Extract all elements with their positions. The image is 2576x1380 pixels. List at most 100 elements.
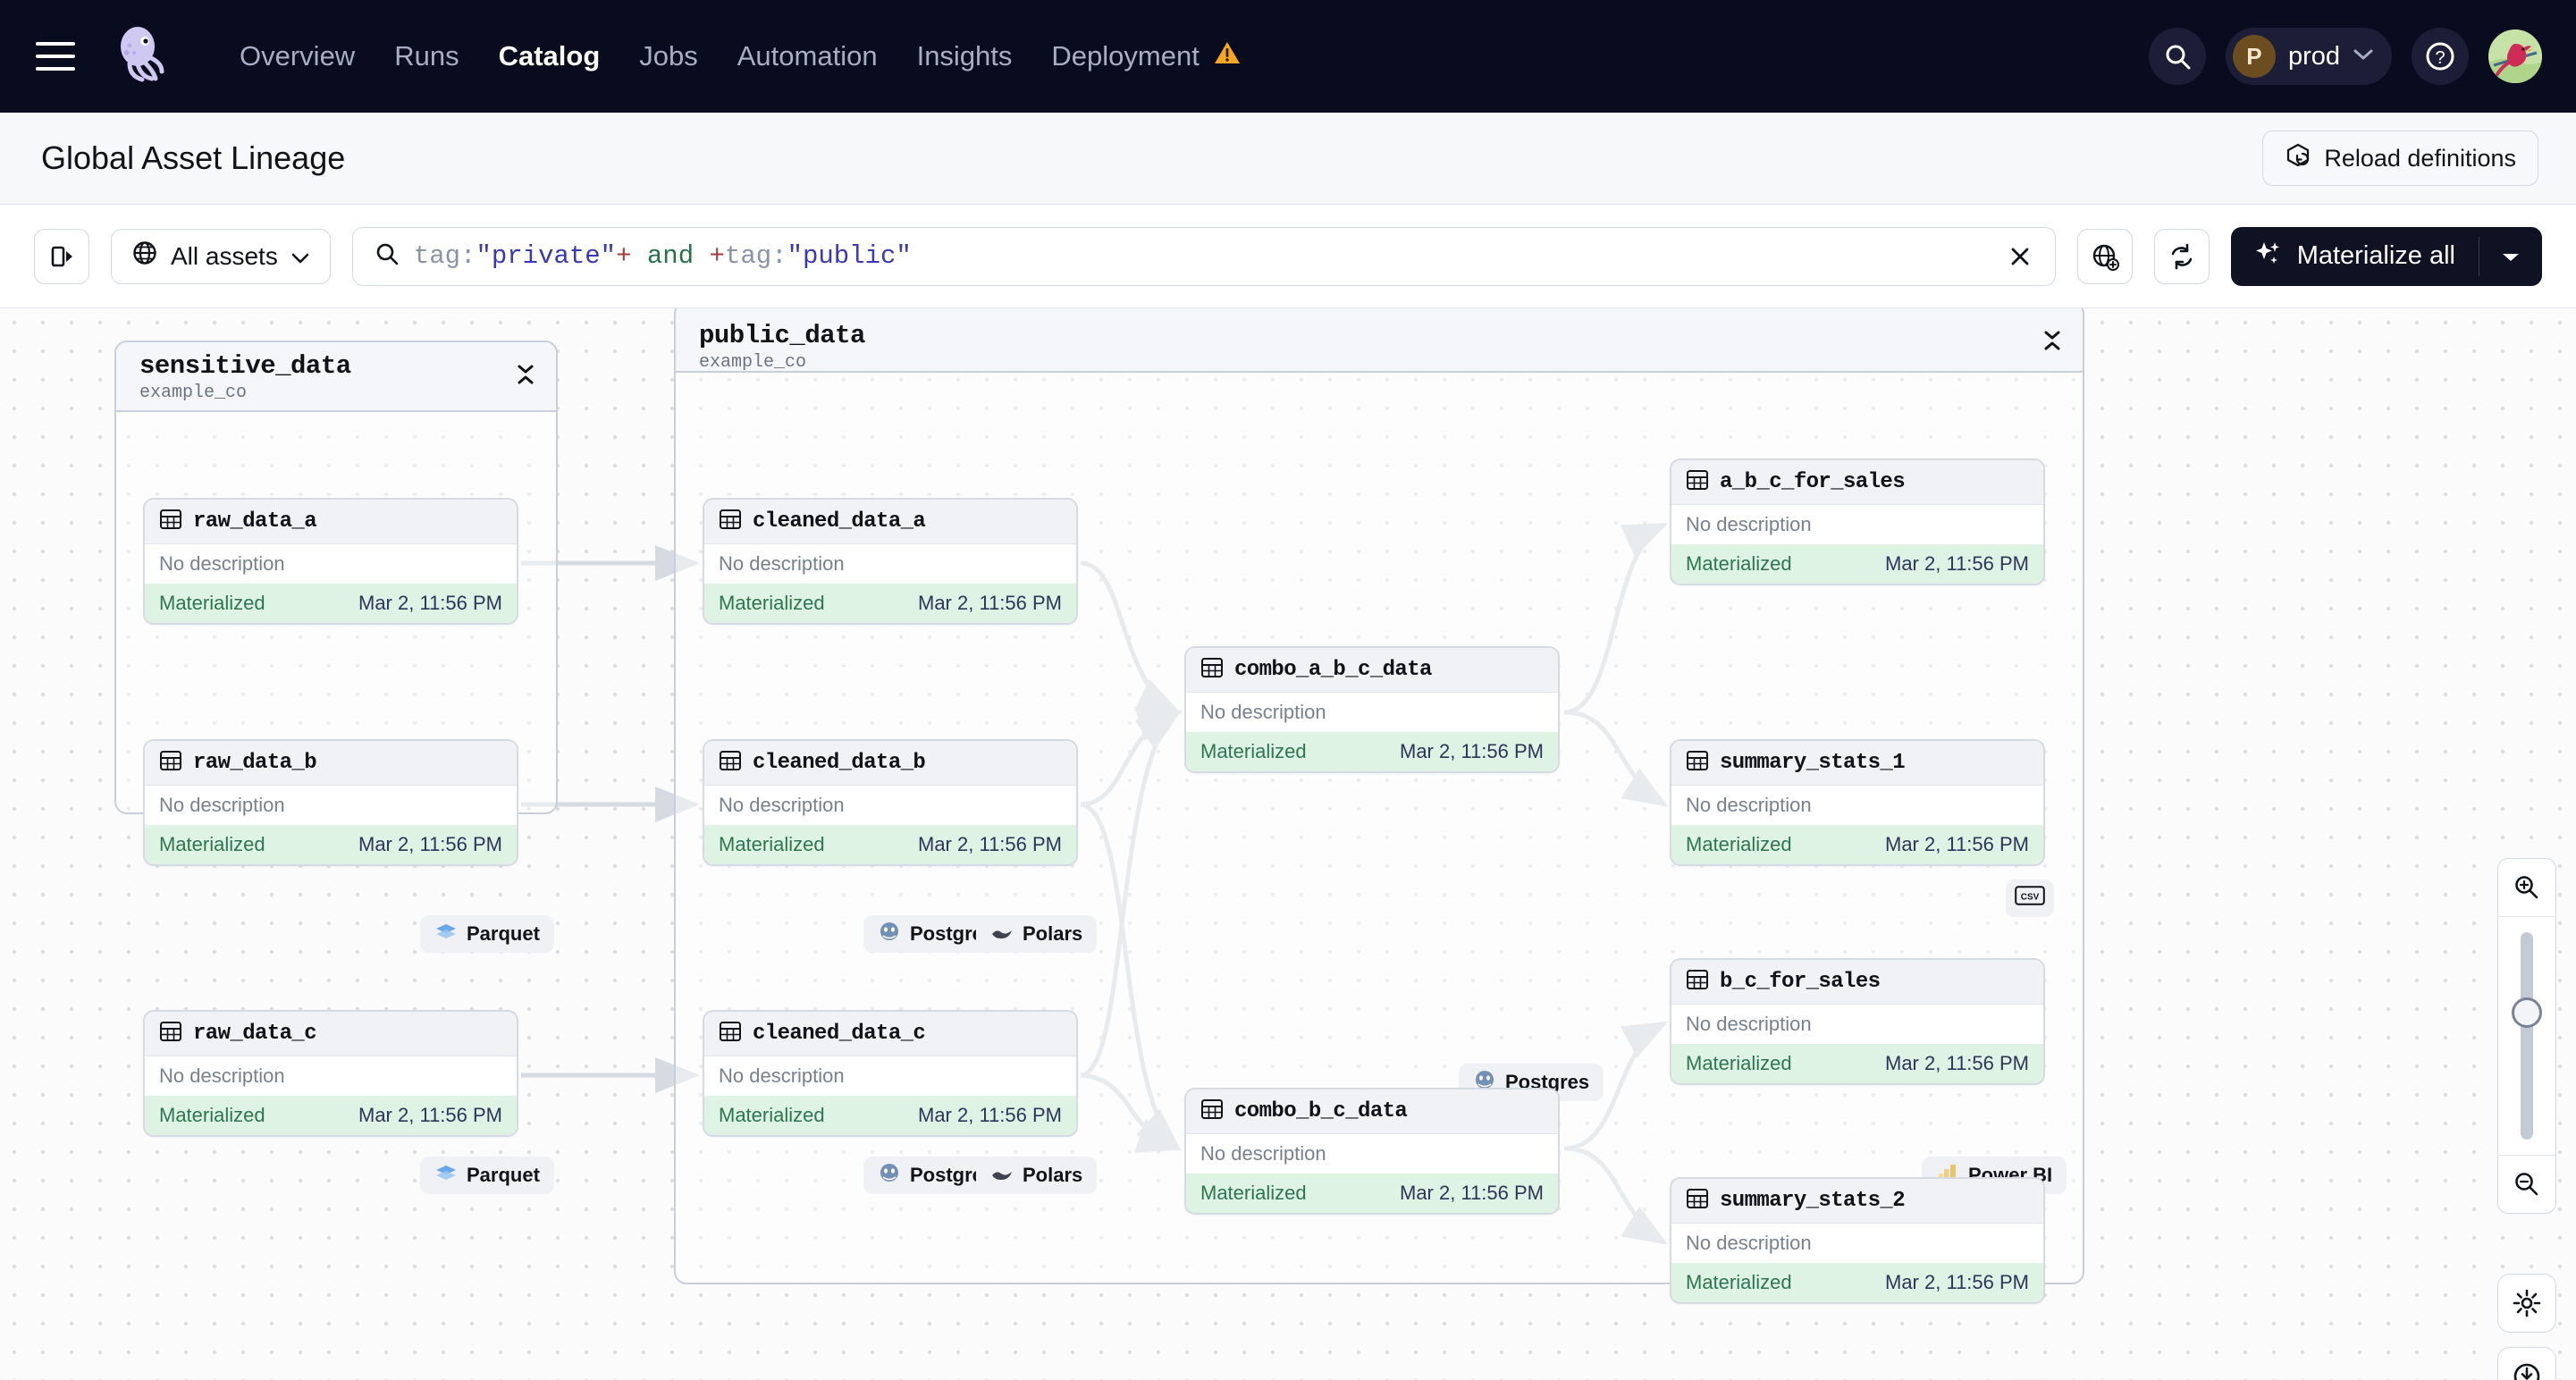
node-title: b_c_for_sales bbox=[1720, 970, 1881, 994]
table-icon bbox=[1686, 749, 1709, 777]
group-repository: example_co bbox=[699, 352, 807, 373]
zoom-slider-thumb[interactable] bbox=[2512, 997, 2542, 1028]
node-status: Materialized Mar 2, 11:56 PM bbox=[1671, 825, 2043, 864]
status-timestamp: Mar 2, 11:56 PM bbox=[1885, 1271, 2029, 1293]
panel-expand-icon[interactable] bbox=[34, 228, 89, 284]
node-title: raw_data_b bbox=[193, 751, 317, 775]
node-description: No description bbox=[145, 544, 517, 584]
node-description: No description bbox=[704, 1056, 1076, 1096]
kind-tag-parquet[interactable]: Parquet bbox=[420, 915, 554, 953]
divider bbox=[2497, 916, 2556, 917]
collapse-icon[interactable] bbox=[2041, 328, 2063, 358]
zoom-controls bbox=[2497, 858, 2556, 1214]
kind-tag-label: Polars bbox=[1023, 922, 1083, 945]
globe-plus-icon[interactable] bbox=[2076, 228, 2133, 284]
table-icon bbox=[159, 749, 182, 777]
fit-to-screen-button[interactable] bbox=[2497, 1347, 2556, 1380]
asset-node-raw-data-b[interactable]: raw_data_b No description Materialized M… bbox=[143, 739, 518, 866]
zoom-out-icon[interactable] bbox=[2497, 1156, 2556, 1213]
node-title: summary_stats_2 bbox=[1720, 1189, 1906, 1213]
table-icon bbox=[159, 508, 182, 535]
hamburger-icon[interactable] bbox=[36, 42, 75, 71]
nav-link-deployment[interactable]: Deployment bbox=[1031, 31, 1259, 81]
asset-node-b-c-for-sales[interactable]: b_c_for_sales No description Materialize… bbox=[1670, 958, 2045, 1085]
nav-link-insights[interactable]: Insights bbox=[916, 40, 1013, 72]
search-icon bbox=[375, 241, 400, 271]
node-title: a_b_c_for_sales bbox=[1720, 470, 1906, 494]
refresh-icon[interactable] bbox=[2153, 228, 2210, 284]
asset-node-cleaned-data-c[interactable]: cleaned_data_c No description Materializ… bbox=[703, 1010, 1078, 1137]
reload-definitions-label: Reload definitions bbox=[2324, 144, 2516, 172]
search-icon[interactable] bbox=[2148, 28, 2206, 85]
nav-link-overview[interactable]: Overview bbox=[240, 40, 356, 72]
asset-node-cleaned-data-b[interactable]: cleaned_data_b No description Materializ… bbox=[703, 739, 1078, 866]
asset-node-combo-a-b-c-data[interactable]: combo_a_b_c_data No description Material… bbox=[1184, 646, 1560, 773]
zoom-slider[interactable] bbox=[2497, 917, 2556, 1155]
status-badge: Materialized bbox=[719, 592, 825, 614]
asset-node-raw-data-a[interactable]: raw_data_a No description Materialized M… bbox=[143, 498, 518, 625]
node-status: Materialized Mar 2, 11:56 PM bbox=[704, 1096, 1076, 1135]
asset-node-a-b-c-for-sales[interactable]: a_b_c_for_sales No description Materiali… bbox=[1670, 459, 2045, 585]
materialize-options-caret[interactable] bbox=[2479, 249, 2542, 264]
collapse-icon[interactable] bbox=[515, 362, 536, 391]
node-header: cleaned_data_b bbox=[704, 741, 1076, 786]
asset-node-raw-data-c[interactable]: raw_data_c No description Materialized M… bbox=[143, 1010, 518, 1137]
page-header: Global Asset Lineage Reload definitions bbox=[0, 113, 2576, 205]
status-timestamp: Mar 2, 11:56 PM bbox=[358, 1104, 502, 1126]
nav-link-runs[interactable]: Runs bbox=[394, 40, 459, 72]
question-mark-icon[interactable]: ? bbox=[2412, 28, 2469, 85]
node-status: Materialized Mar 2, 11:56 PM bbox=[1186, 732, 1558, 771]
close-icon[interactable] bbox=[2007, 243, 2033, 270]
node-title: cleaned_data_a bbox=[753, 509, 926, 534]
node-title: combo_b_c_data bbox=[1234, 1099, 1408, 1123]
nav-link-automation[interactable]: Automation bbox=[737, 40, 878, 72]
nav-link-catalog[interactable]: Catalog bbox=[498, 40, 601, 72]
node-header: combo_a_b_c_data bbox=[1186, 648, 1558, 693]
graph-settings-button[interactable] bbox=[2497, 1274, 2556, 1333]
asset-node-cleaned-data-a[interactable]: cleaned_data_a No description Materializ… bbox=[703, 498, 1078, 625]
asset-node-summary-stats-2[interactable]: summary_stats_2 No description Materiali… bbox=[1670, 1177, 2045, 1304]
node-header: b_c_for_sales bbox=[1671, 960, 2043, 1005]
status-timestamp: Mar 2, 11:56 PM bbox=[918, 1104, 1062, 1126]
node-status: Materialized Mar 2, 11:56 PM bbox=[1671, 544, 2043, 584]
status-badge: Materialized bbox=[1200, 740, 1307, 762]
node-description: No description bbox=[1186, 1134, 1558, 1174]
lineage-canvas[interactable]: sensitive_data example_co public_data ex… bbox=[0, 308, 2576, 1380]
status-badge: Materialized bbox=[1686, 1052, 1792, 1074]
kind-tag-csv[interactable]: CSV bbox=[2006, 879, 2054, 917]
asset-scope-selector[interactable]: All assets bbox=[111, 228, 331, 284]
csv-icon: CSV bbox=[2015, 886, 2045, 911]
nav-right-cluster: P prod ? bbox=[2148, 0, 2542, 113]
svg-text:?: ? bbox=[2435, 48, 2445, 68]
node-description: No description bbox=[704, 544, 1076, 584]
nav-link-jobs[interactable]: Jobs bbox=[639, 40, 698, 72]
node-status: Materialized Mar 2, 11:56 PM bbox=[704, 825, 1076, 864]
node-status: Materialized Mar 2, 11:56 PM bbox=[1671, 1044, 2043, 1083]
avatar[interactable] bbox=[2488, 29, 2542, 83]
deployment-label: prod bbox=[2287, 41, 2340, 71]
node-header: summary_stats_1 bbox=[1671, 741, 2043, 786]
search-input[interactable]: tag:"private"+ and +tag:"public" bbox=[351, 226, 2056, 286]
kind-tag-polars[interactable]: Polars bbox=[976, 1157, 1098, 1194]
table-icon bbox=[1686, 968, 1709, 996]
node-description: No description bbox=[1186, 693, 1558, 732]
group-repository: example_co bbox=[139, 383, 248, 403]
node-header: summary_stats_2 bbox=[1671, 1179, 2043, 1224]
dagster-logo[interactable] bbox=[107, 23, 173, 89]
node-status: Materialized Mar 2, 11:56 PM bbox=[1186, 1174, 1558, 1213]
kind-tag-parquet[interactable]: Parquet bbox=[420, 1157, 554, 1194]
asset-node-summary-stats-1[interactable]: summary_stats_1 No description Materiali… bbox=[1670, 739, 2045, 866]
table-icon bbox=[1686, 1187, 1709, 1215]
node-header: raw_data_b bbox=[145, 741, 517, 786]
status-badge: Materialized bbox=[1686, 552, 1792, 575]
node-description: No description bbox=[1671, 1224, 2043, 1263]
reload-definitions-button[interactable]: Reload definitions bbox=[2262, 130, 2538, 186]
asset-node-combo-b-c-data[interactable]: combo_b_c_data No description Materializ… bbox=[1184, 1088, 1560, 1215]
node-description: No description bbox=[1671, 505, 2043, 544]
deployment-selector[interactable]: P prod bbox=[2225, 28, 2392, 85]
kind-tag-polars[interactable]: Polars bbox=[976, 915, 1098, 953]
package-reload-icon bbox=[2285, 142, 2311, 175]
zoom-in-icon[interactable] bbox=[2497, 859, 2556, 916]
materialize-all-button[interactable]: Materialize all bbox=[2230, 226, 2542, 286]
